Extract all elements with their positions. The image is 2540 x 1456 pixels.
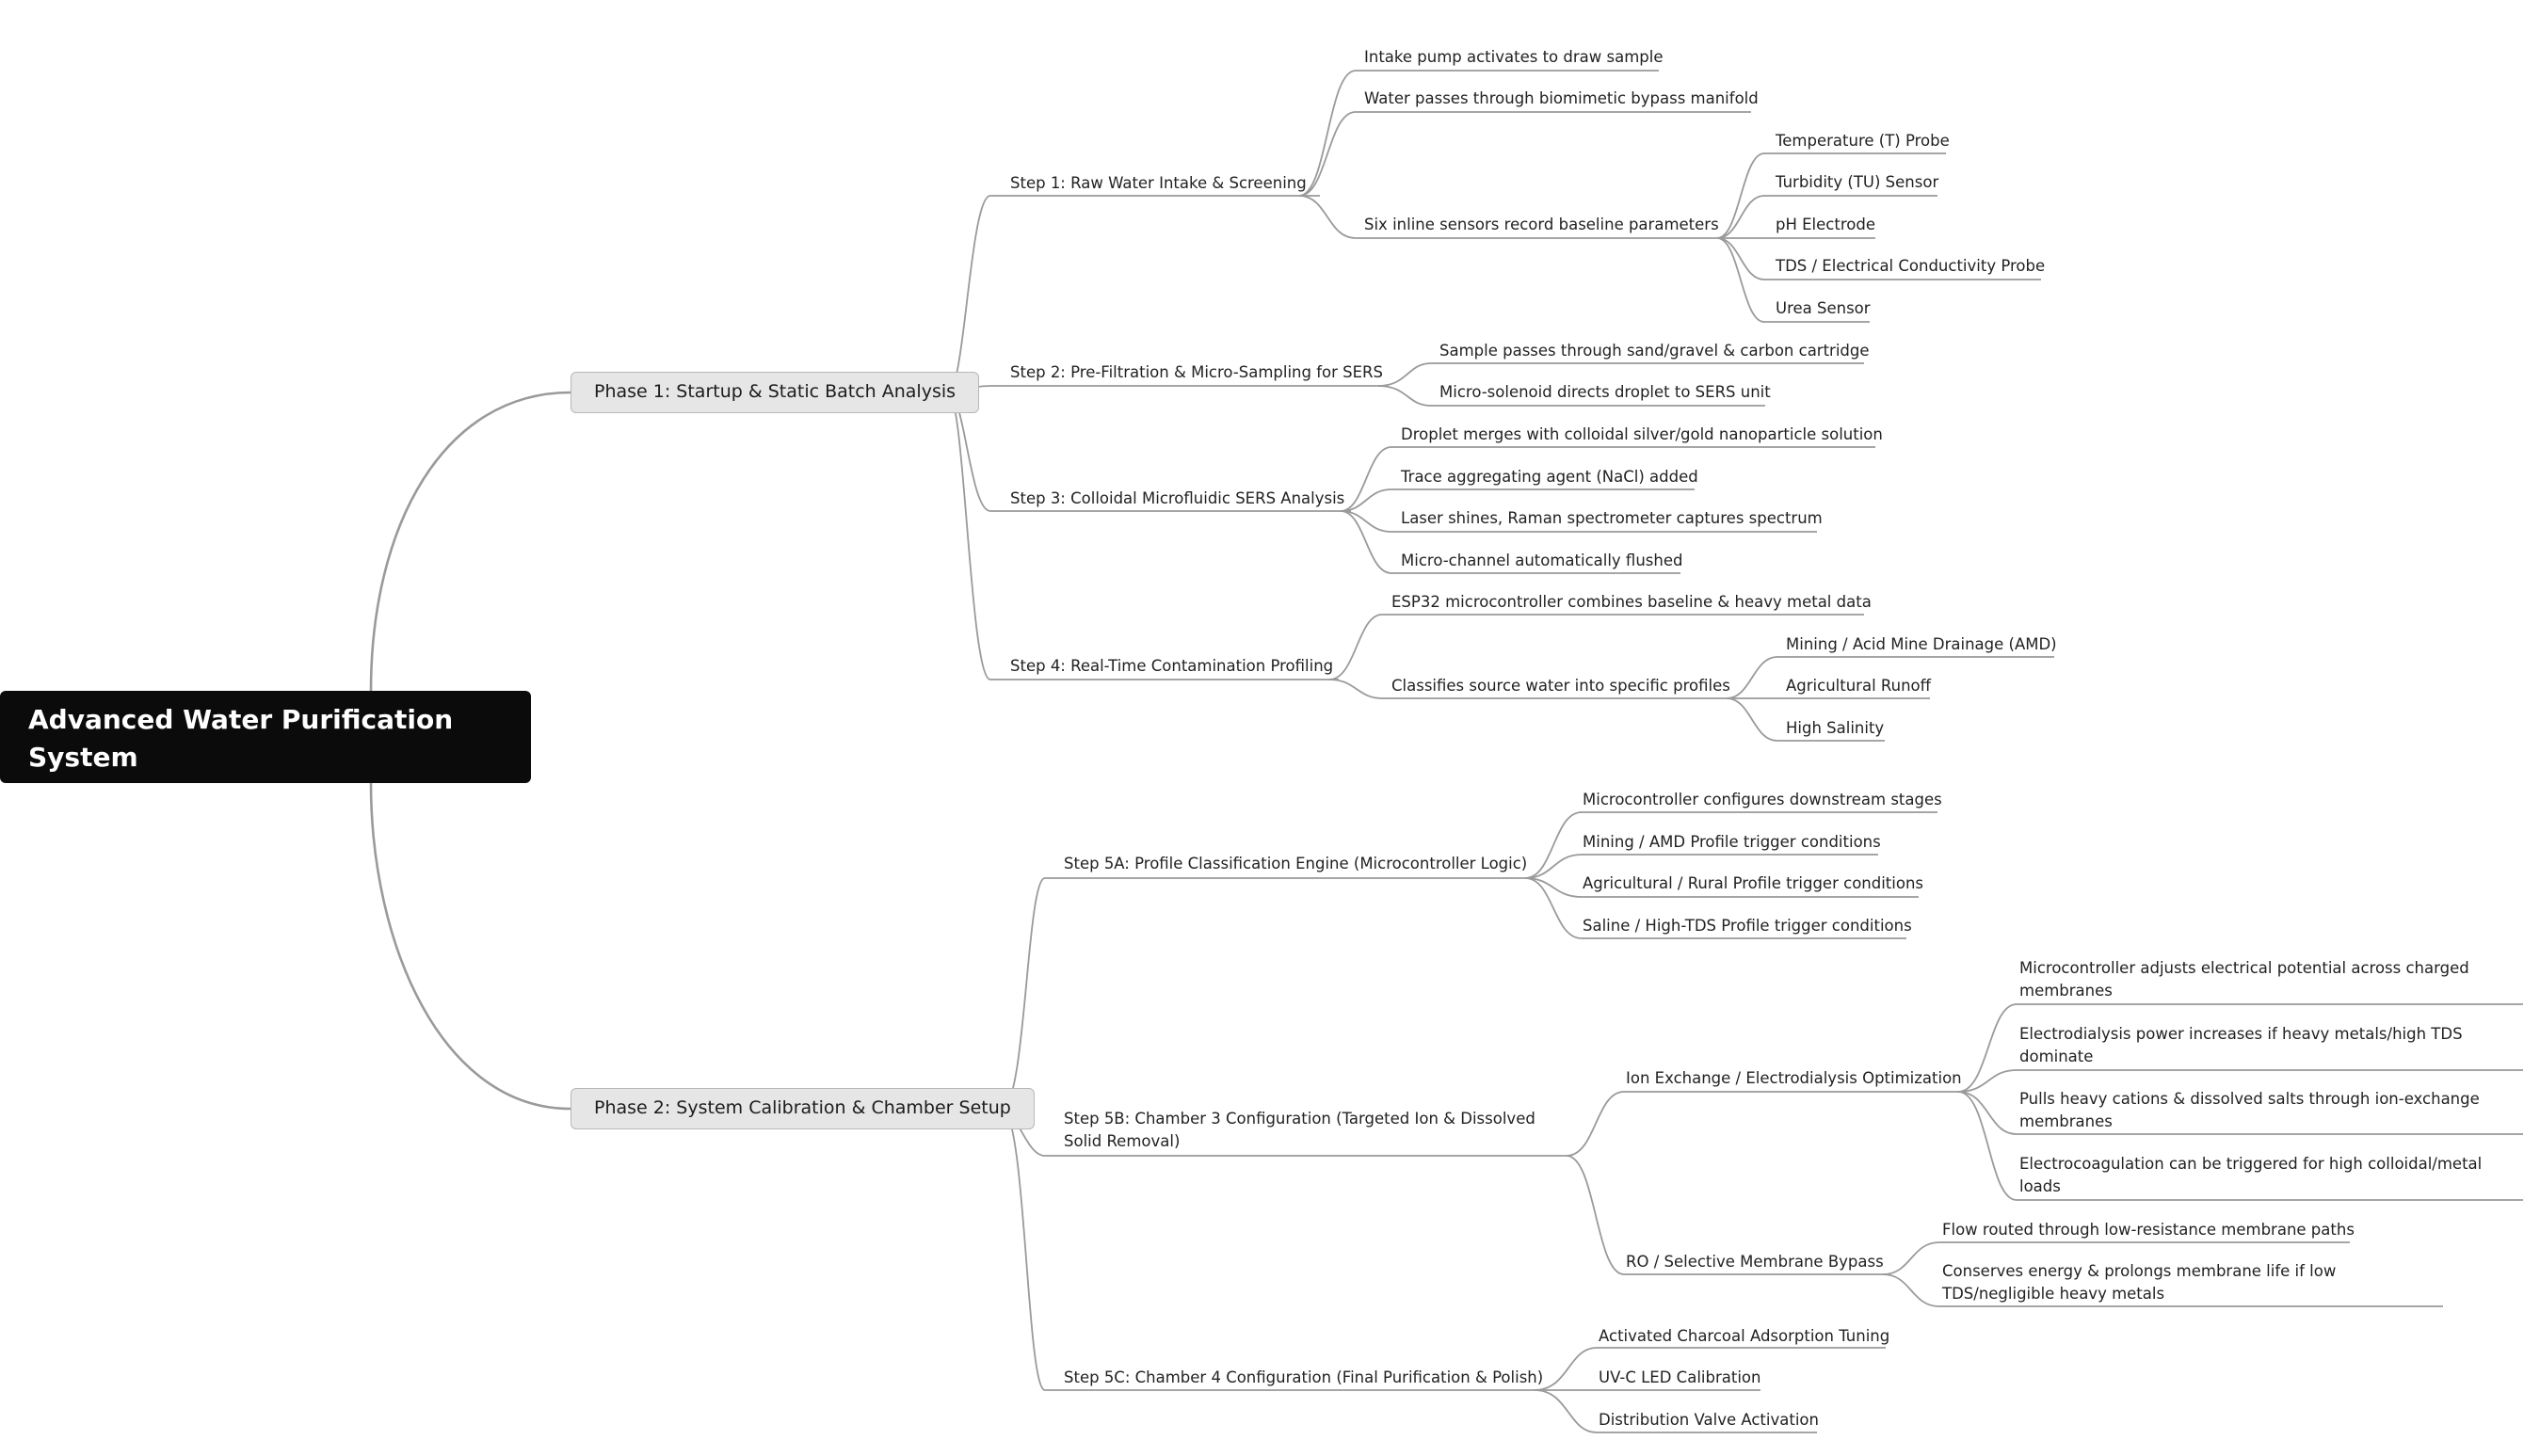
ion-exchange-item[interactable]: Pulls heavy cations & dissolved salts th… (2019, 1090, 2480, 1130)
step-5a-item[interactable]: Mining / AMD Profile trigger conditions (1583, 833, 1881, 851)
ro-bypass-item[interactable]: Flow routed through low-resistance membr… (1942, 1221, 2355, 1239)
step-5a-item[interactable]: Microcontroller configures downstream st… (1583, 791, 1942, 808)
step-4-node[interactable]: Step 4: Real-Time Contamination Profilin… (1010, 657, 1334, 675)
step-5c-node[interactable]: Step 5C: Chamber 4 Configuration (Final … (1064, 1368, 1544, 1386)
sensor-item[interactable]: Temperature (T) Probe (1776, 132, 1950, 150)
ro-bypass-item[interactable]: Conserves energy & prolongs membrane lif… (1942, 1262, 2337, 1303)
step-4-item[interactable]: ESP32 microcontroller combines baseline … (1391, 593, 1872, 611)
step-5a-item[interactable]: Saline / High-TDS Profile trigger condit… (1583, 917, 1912, 935)
step-4-item[interactable]: Classifies source water into specific pr… (1391, 677, 1730, 695)
step-3-item[interactable]: Micro-channel automatically flushed (1401, 552, 1683, 569)
ion-exchange-node[interactable]: Ion Exchange / Electrodialysis Optimizat… (1626, 1069, 1962, 1087)
step-3-node[interactable]: Step 3: Colloidal Microfluidic SERS Anal… (1010, 489, 1345, 507)
step-1-item[interactable]: Water passes through biomimetic bypass m… (1364, 89, 1759, 107)
profile-item[interactable]: Agricultural Runoff (1786, 677, 1931, 695)
step-1-item[interactable]: Intake pump activates to draw sample (1364, 48, 1664, 66)
step-1-item[interactable]: Six inline sensors record baseline param… (1364, 216, 1719, 233)
step-2-item[interactable]: Sample passes through sand/gravel & carb… (1439, 342, 1870, 360)
sensor-item[interactable]: Urea Sensor (1776, 299, 1871, 317)
sensor-item[interactable]: pH Electrode (1776, 216, 1875, 233)
sensor-item[interactable]: Turbidity (TU) Sensor (1776, 173, 1939, 191)
step-5a-node[interactable]: Step 5A: Profile Classification Engine (… (1064, 855, 1528, 872)
step-3-item[interactable]: Droplet merges with colloidal silver/gol… (1401, 425, 1883, 443)
phase-1-node[interactable]: Phase 1: Startup & Static Batch Analysis (571, 372, 980, 413)
sensor-item[interactable]: TDS / Electrical Conductivity Probe (1776, 257, 2046, 275)
step-3-item[interactable]: Trace aggregating agent (NaCl) added (1401, 468, 1698, 486)
step-1-node[interactable]: Step 1: Raw Water Intake & Screening (1010, 174, 1307, 192)
step-5c-item[interactable]: Activated Charcoal Adsorption Tuning (1599, 1327, 1890, 1345)
step-5b-node[interactable]: Step 5B: Chamber 3 Configuration (Target… (1064, 1110, 1535, 1150)
profile-item[interactable]: High Salinity (1786, 719, 1885, 737)
phase-2-node[interactable]: Phase 2: System Calibration & Chamber Se… (571, 1088, 1035, 1129)
profile-item[interactable]: Mining / Acid Mine Drainage (AMD) (1786, 635, 2057, 653)
step-2-node[interactable]: Step 2: Pre-Filtration & Micro-Sampling … (1010, 363, 1383, 381)
step-5c-item[interactable]: UV-C LED Calibration (1599, 1368, 1761, 1386)
ro-bypass-node[interactable]: RO / Selective Membrane Bypass (1626, 1253, 1884, 1271)
root-node[interactable]: Advanced Water Purification System (0, 691, 531, 783)
ion-exchange-item[interactable]: Electrocoagulation can be triggered for … (2019, 1155, 2483, 1195)
ion-exchange-item[interactable]: Electrodialysis power increases if heavy… (2019, 1025, 2463, 1065)
step-2-item[interactable]: Micro-solenoid directs droplet to SERS u… (1439, 383, 1771, 401)
step-3-item[interactable]: Laser shines, Raman spectrometer capture… (1401, 509, 1823, 527)
step-5a-item[interactable]: Agricultural / Rural Profile trigger con… (1583, 874, 1924, 892)
step-5c-item[interactable]: Distribution Valve Activation (1599, 1411, 1819, 1429)
ion-exchange-item[interactable]: Microcontroller adjusts electrical poten… (2019, 959, 2469, 1000)
